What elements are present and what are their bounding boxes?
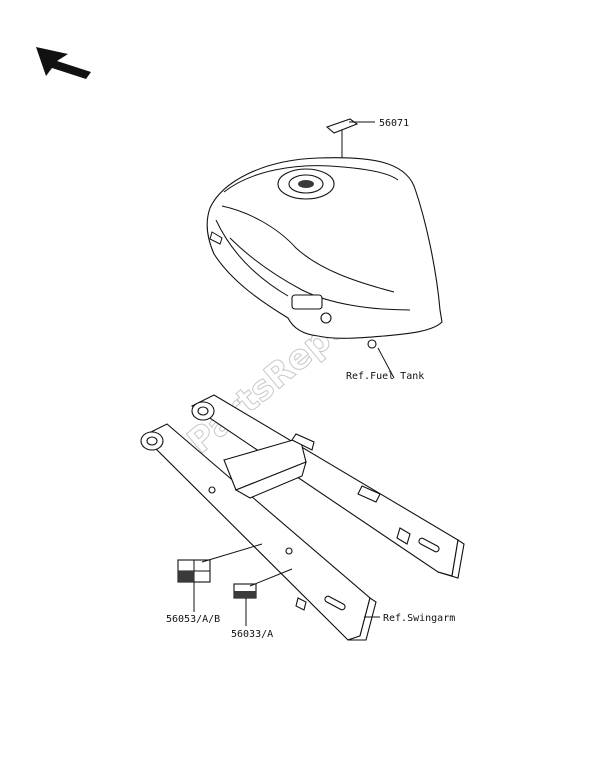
swingarm-reference: Ref.Swingarm <box>383 613 455 624</box>
swingarm-label-part-number-1: 56053/A/B <box>166 614 220 625</box>
swingarm-label-part-2 <box>233 568 293 626</box>
swingarm-label-part-number-2: 56033/A <box>231 629 273 640</box>
swingarm <box>140 394 465 641</box>
fuel-tank-label-part-number: 56071 <box>379 118 409 129</box>
arrow-up-left-icon <box>36 47 91 79</box>
fuel-tank <box>206 157 443 379</box>
swingarm-label-part-1 <box>177 543 263 612</box>
fuel-tank-reference: Ref.Fuel Tank <box>346 371 424 382</box>
